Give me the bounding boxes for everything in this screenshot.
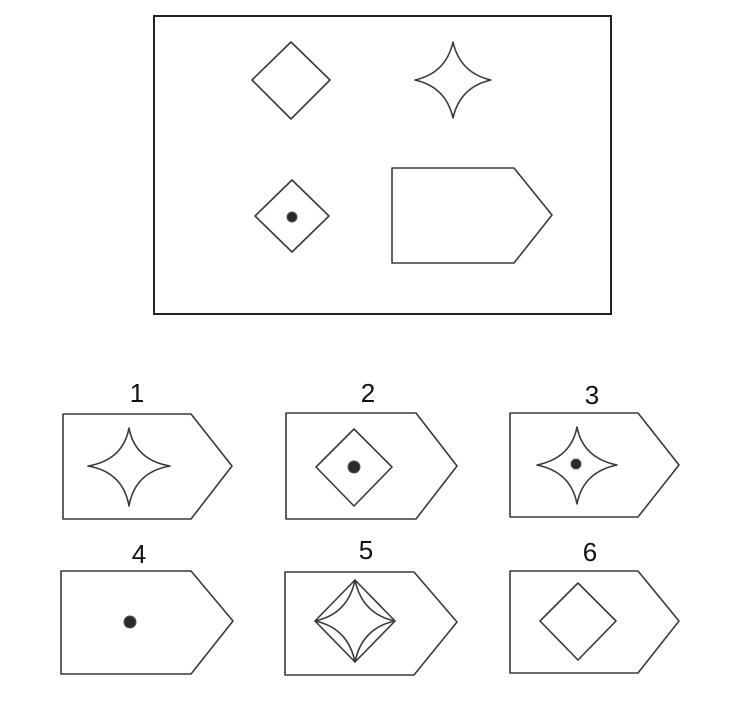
option-2[interactable] bbox=[285, 412, 458, 520]
matrix-cell-star bbox=[414, 41, 492, 119]
option-6[interactable] bbox=[509, 570, 680, 674]
option-6-label: 6 bbox=[583, 537, 597, 567]
dot-icon bbox=[347, 460, 361, 474]
option-3-label: 3 bbox=[585, 380, 599, 410]
dot-icon bbox=[123, 615, 137, 629]
option-3[interactable] bbox=[509, 412, 680, 518]
option-4-label: 4 bbox=[132, 539, 146, 569]
matrix-cell-diamond bbox=[251, 41, 331, 120]
option-5-label: 5 bbox=[359, 535, 373, 565]
option-1-label: 1 bbox=[130, 378, 144, 408]
dot-icon bbox=[570, 458, 582, 470]
option-2-label: 2 bbox=[361, 378, 375, 408]
matrix-frame bbox=[153, 15, 612, 315]
option-1[interactable] bbox=[62, 413, 233, 520]
matrix-cell-empty-tag bbox=[391, 167, 553, 264]
option-5[interactable] bbox=[284, 571, 458, 676]
dot-icon bbox=[286, 211, 298, 223]
matrix-cell-diamond-with-dot bbox=[254, 179, 330, 253]
option-4[interactable] bbox=[60, 570, 234, 675]
